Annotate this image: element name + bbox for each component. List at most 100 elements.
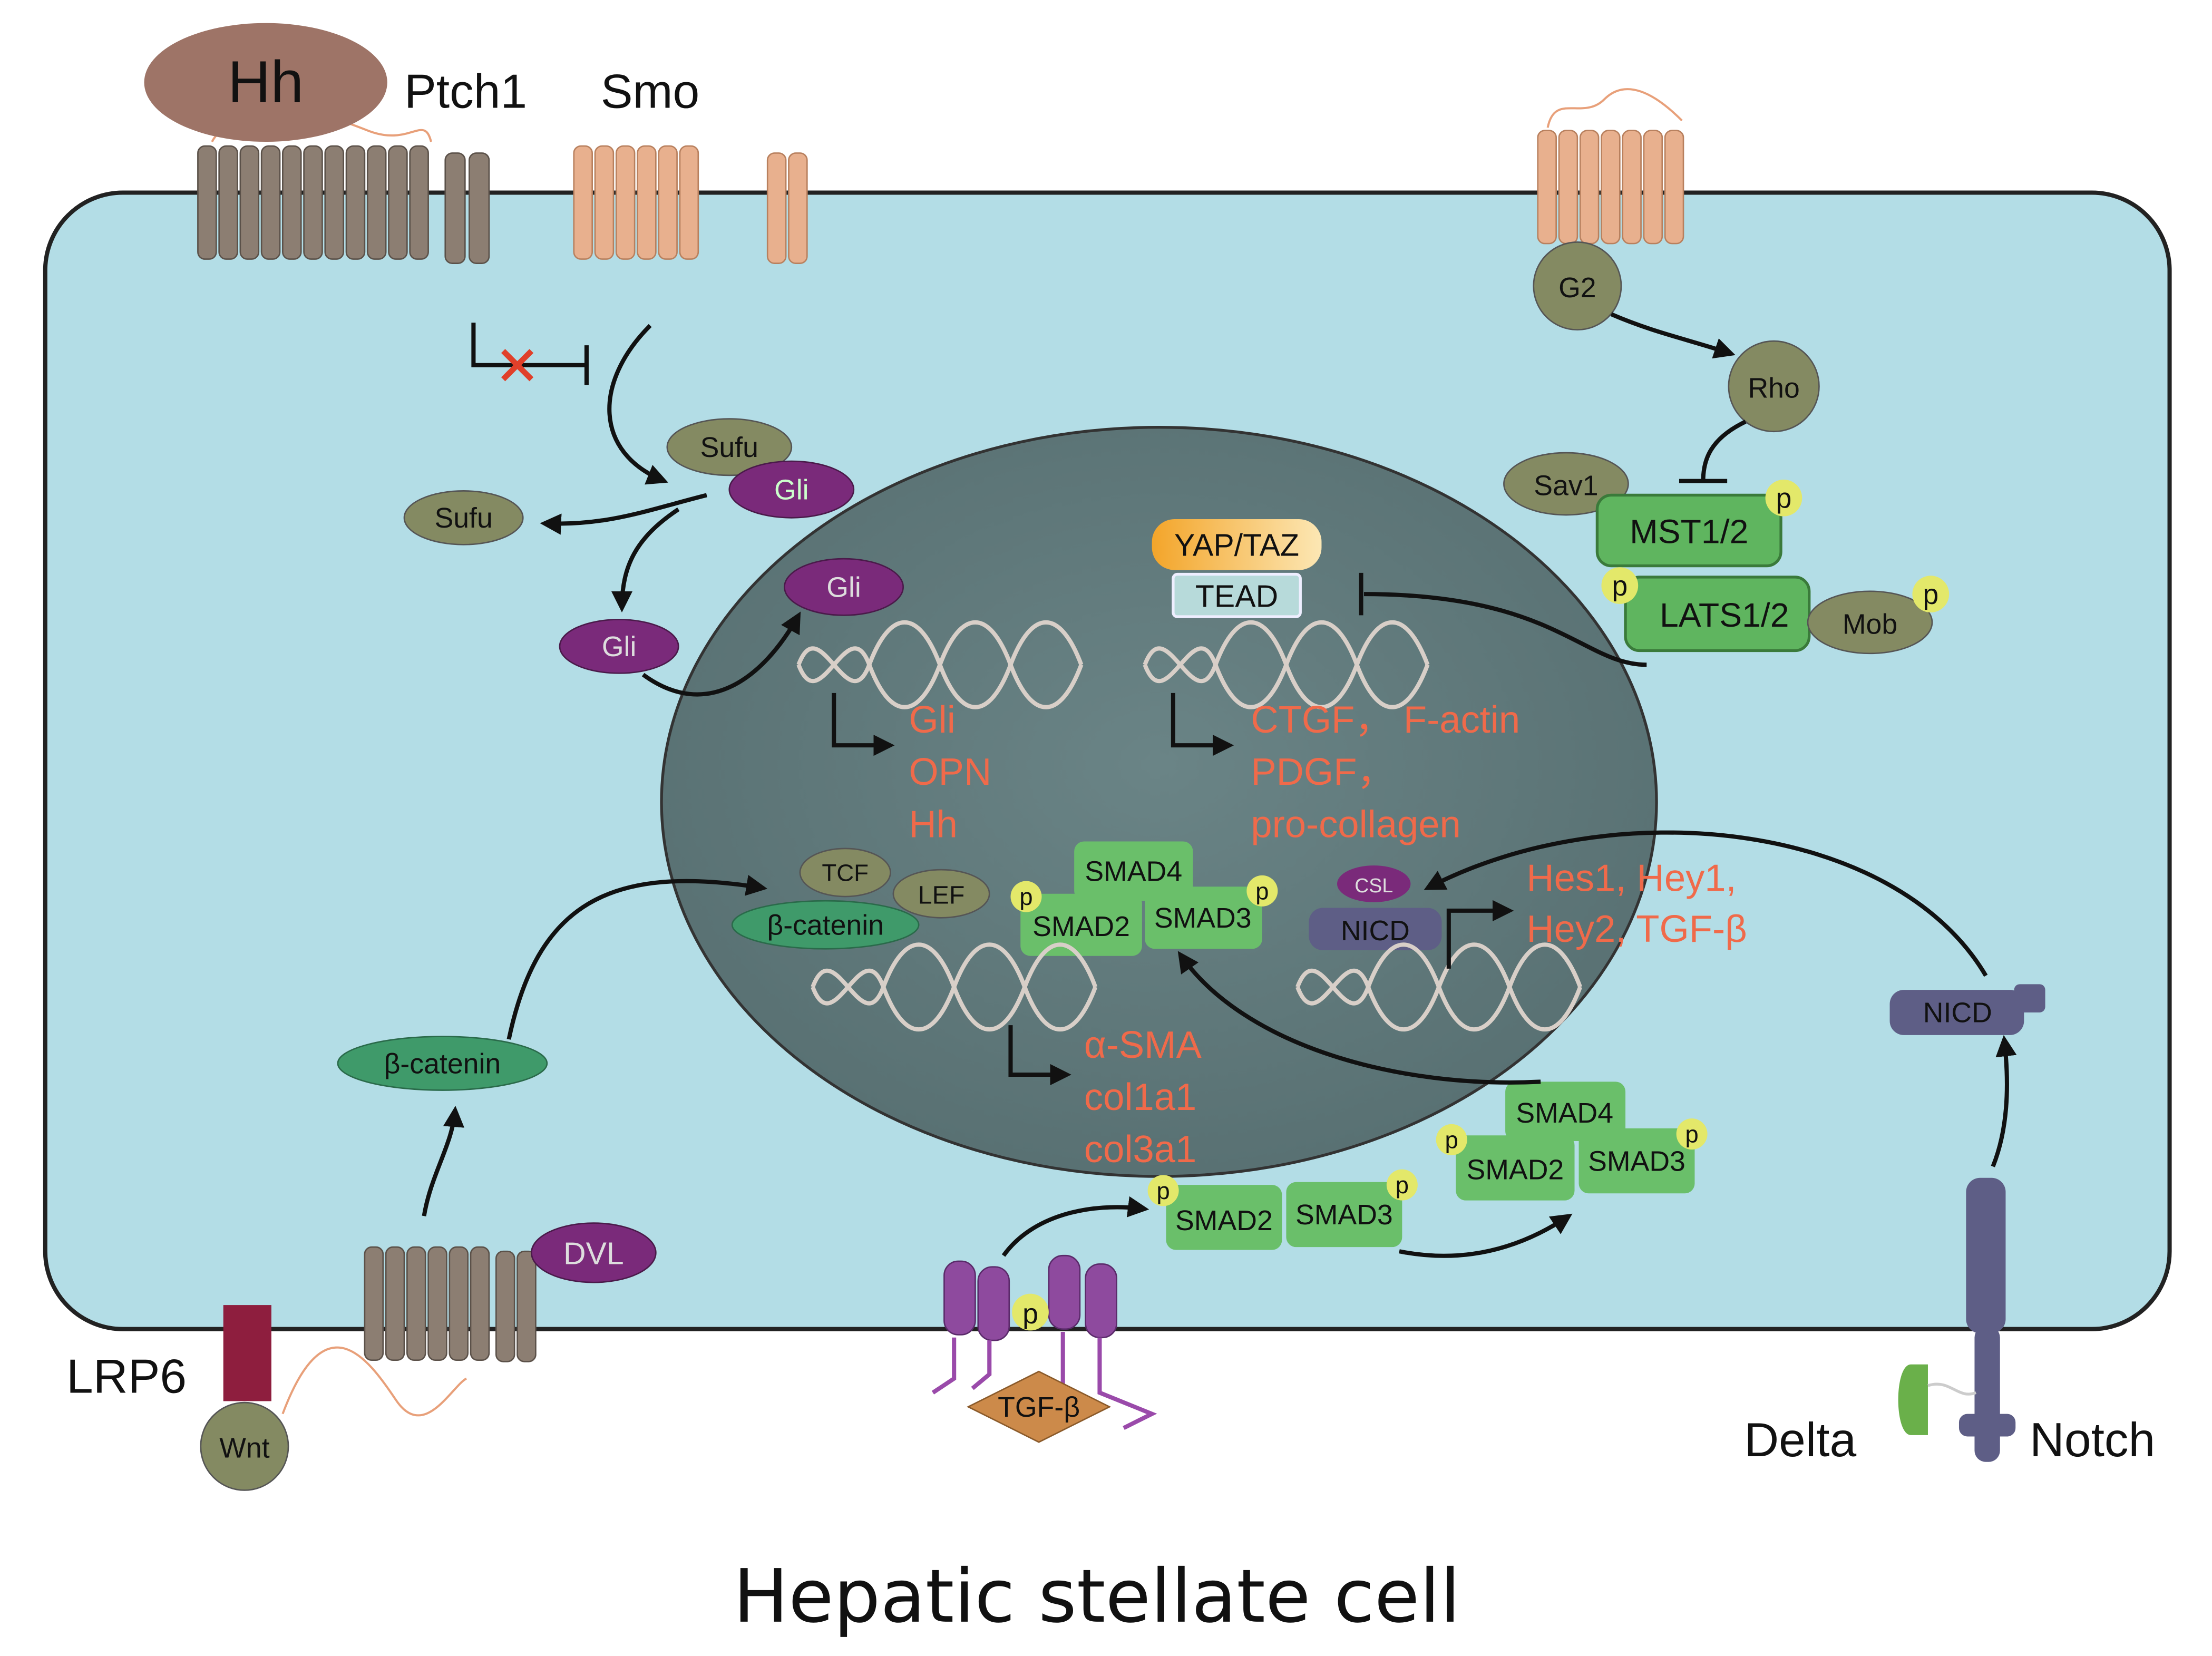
g2-to-rho-arrow	[1610, 312, 1736, 359]
frizzled-to-bcatenin-arrow	[422, 1105, 465, 1216]
smad3-cyto-p-label: p	[1396, 1172, 1409, 1199]
gli-nuclear-import-arrow	[641, 611, 801, 697]
smad3-cyto-p	[1386, 1169, 1418, 1201]
hh-transcription-arrow	[832, 693, 895, 756]
bcatenin-import-arrow	[506, 874, 768, 1040]
smad2-cyto-p-label: p	[1156, 1177, 1170, 1204]
smad4-cyto	[1505, 1082, 1626, 1142]
smad3-nuc-p	[1246, 875, 1278, 907]
smad2-cyto	[1166, 1185, 1282, 1250]
lrp6-receptor	[223, 1305, 271, 1401]
notch-target-line1: Hes1, Hey1,	[1526, 856, 1736, 899]
csl-protein	[1337, 865, 1411, 902]
g2-protein	[1533, 241, 1622, 331]
frizzled-receptor	[364, 1246, 537, 1362]
hh-target-opn: OPN	[909, 751, 991, 793]
mob-p-badge	[1912, 576, 1950, 613]
bcatenin-cyto-label: β-catenin	[384, 1048, 501, 1079]
gli-release-arrow	[611, 507, 680, 613]
wnt-tether	[281, 1346, 467, 1417]
smad2-cyto2	[1456, 1135, 1575, 1201]
smad3-cyto2	[1578, 1128, 1695, 1194]
yap-target-line1: CTGF， F-actin	[1251, 698, 1520, 741]
rho-label: Rho	[1748, 372, 1799, 404]
lef-protein	[892, 869, 990, 919]
delta-ligand	[1898, 1364, 1977, 1435]
notch-cleavage-arrow	[1991, 1035, 2017, 1167]
nicd-nuclear	[1309, 908, 1442, 950]
tgfb-receptor-p-label: p	[1022, 1298, 1038, 1330]
smad2-nuc	[1020, 893, 1142, 956]
smo-to-sufu-arrow	[607, 324, 668, 485]
lats-inhibits-yap	[1363, 592, 1647, 667]
tgfb-receptor-tails	[931, 1332, 1157, 1430]
smo-label: Smo	[601, 65, 699, 119]
smad3-cyto2-p	[1676, 1118, 1708, 1150]
tcf-protein	[799, 848, 891, 898]
yap-target-line2: PDGF，	[1251, 751, 1395, 793]
smad4-nuc-label: SMAD4	[1085, 856, 1182, 888]
tgfb-label: TGF-β	[998, 1391, 1080, 1423]
lats-p-badge	[1601, 567, 1639, 604]
csl-label: CSL	[1355, 874, 1393, 897]
nicd-cyto-tip	[2014, 984, 2045, 1012]
sav1-label: Sav1	[1534, 470, 1598, 501]
smad2-nuc-p	[1010, 881, 1042, 912]
tcf-label: TCF	[822, 860, 869, 887]
rho-inhibition	[1701, 420, 1747, 481]
mob-label: Mob	[1843, 608, 1897, 640]
smad3-nuc-p-label: p	[1255, 878, 1269, 904]
notch-transcription-arrow	[1446, 900, 1514, 969]
smad3-cyto2-label: SMAD3	[1588, 1145, 1685, 1177]
smad2-cyto-p	[1147, 1175, 1179, 1206]
tgfb-ligand	[967, 1370, 1112, 1443]
mst12-label: MST1/2	[1630, 513, 1748, 551]
ptch1-receptor	[197, 116, 490, 264]
sufu-complex	[666, 418, 793, 476]
smo-receptor	[573, 145, 808, 264]
hh-label: Hh	[228, 48, 304, 115]
gli-nuclear	[784, 558, 904, 616]
ptch1-label: Ptch1	[404, 65, 527, 119]
tgfb-to-smad-arrow	[1001, 1196, 1149, 1257]
lats12-box	[1624, 576, 1811, 652]
smad3-nuc-label: SMAD3	[1154, 902, 1252, 934]
smad4-nuc	[1074, 841, 1193, 901]
hh-ligand	[144, 23, 387, 142]
diagram-title: Hepatic stellate cell	[733, 1554, 1460, 1639]
notch-label: Notch	[2030, 1413, 2155, 1467]
wnt-ligand	[200, 1401, 289, 1491]
smad3-nuc	[1145, 887, 1262, 949]
yap-transcription-arrow	[1171, 693, 1234, 756]
sufu-free	[403, 490, 524, 545]
mst-p-label: p	[1776, 483, 1792, 514]
yaptaz-label: YAP/TAZ	[1174, 528, 1299, 563]
smad2-cyto2-p-label: p	[1445, 1126, 1458, 1153]
smad-complex-arrow	[1399, 1213, 1573, 1258]
smad2-nuc-p-label: p	[1019, 883, 1032, 910]
tead-box	[1172, 572, 1302, 618]
smad2-cyto2-label: SMAD2	[1466, 1154, 1564, 1185]
hh-target-gli: Gli	[909, 698, 955, 741]
mob-protein	[1807, 590, 1933, 655]
gli-free-label: Gli	[602, 631, 637, 663]
g2-label: G2	[1558, 272, 1596, 304]
tgfb-target-col3a1: col3a1	[1084, 1128, 1196, 1171]
tgfb-target-col1a1: col1a1	[1084, 1076, 1196, 1118]
lats12-label: LATS1/2	[1660, 596, 1789, 634]
bcatenin-cytoplasmic	[337, 1036, 548, 1091]
smad3-cyto2-p-label: p	[1685, 1121, 1698, 1148]
release-arrow	[540, 493, 707, 535]
hh-target-hh: Hh	[909, 803, 958, 845]
nicd-nuc-label: NICD	[1341, 915, 1410, 947]
rho-protein	[1728, 340, 1820, 433]
yaptaz-box	[1152, 519, 1322, 570]
gpcr-receptor	[1537, 130, 1684, 245]
smad4-cyto-label: SMAD4	[1516, 1097, 1613, 1129]
smad-import-arrow	[1177, 951, 1541, 1085]
mst-p-badge	[1765, 479, 1802, 517]
smad2-nuc-label: SMAD2	[1032, 911, 1130, 942]
notch-receptor	[1958, 1177, 2016, 1462]
lrp6-label: LRP6	[66, 1349, 187, 1403]
